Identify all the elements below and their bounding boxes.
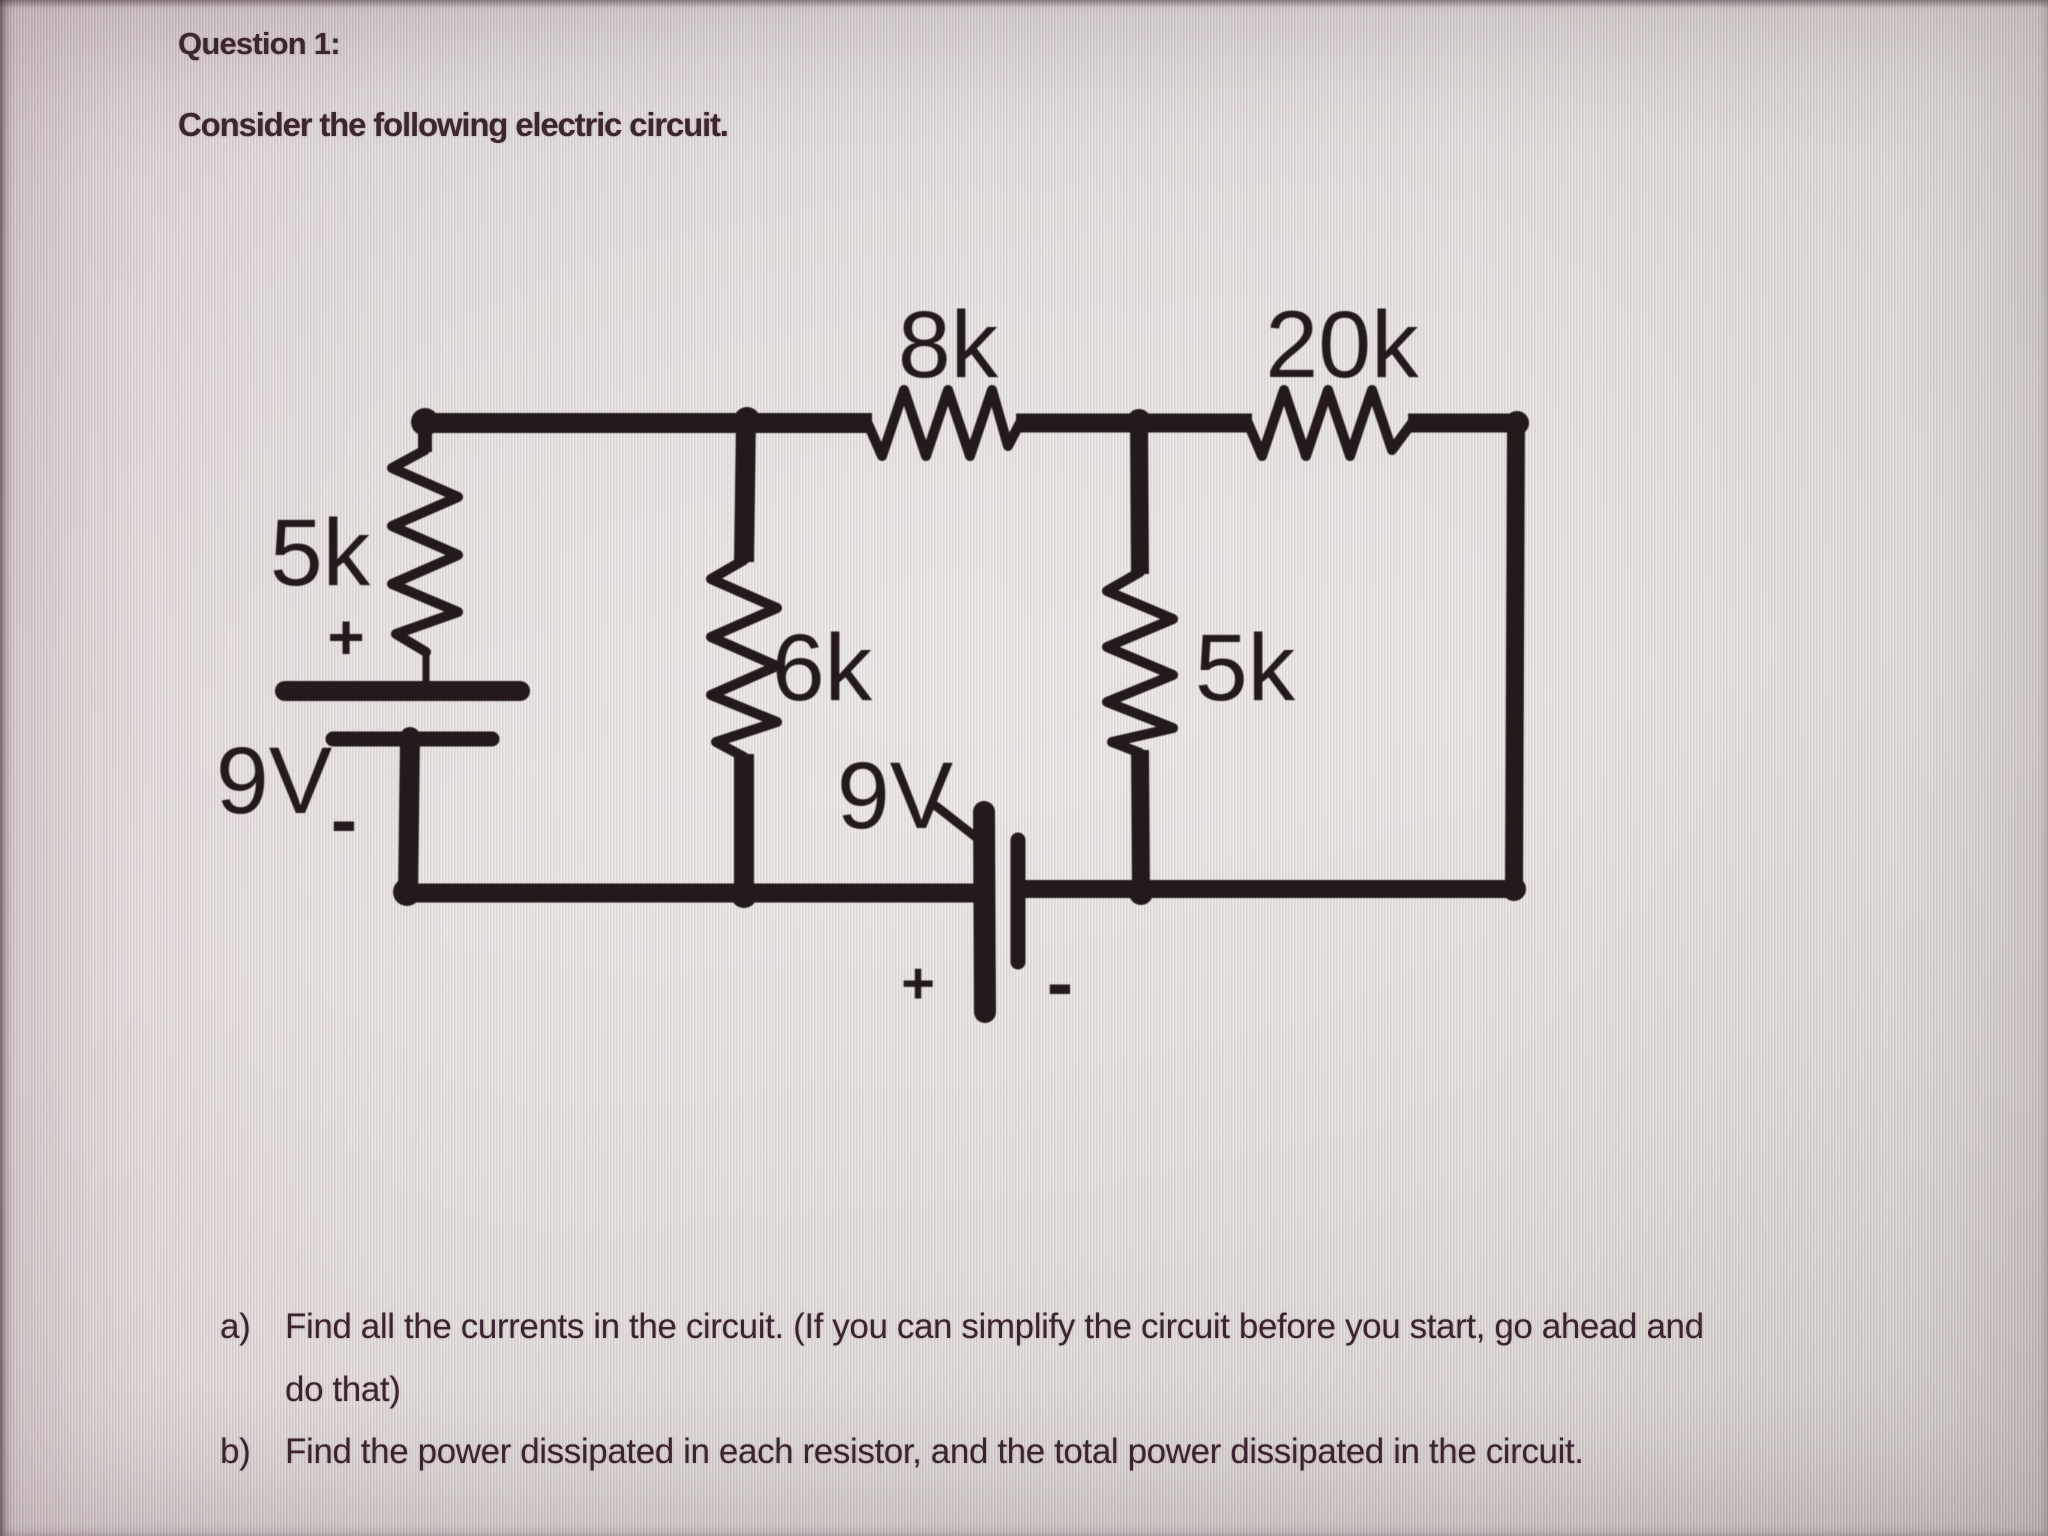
junction-top-right [1505, 411, 1529, 435]
resistor-8k-zigzag [863, 385, 1025, 461]
battery-left-plus-sign: + [327, 601, 364, 673]
resistor-6k-zigzag [706, 555, 782, 762]
resistor-20k-zigzag [1243, 385, 1417, 461]
junction-resistor-plate [418, 680, 434, 696]
resistor-5k-right-zigzag [1102, 567, 1178, 758]
junction-top-left [411, 408, 439, 436]
wire-right-edge [1505, 422, 1525, 893]
part-b-label: b) [220, 1432, 251, 1471]
part-a-line-1: Find all the currents in the circuit. (I… [285, 1307, 1704, 1346]
resistor-6k-label: 6k [772, 615, 873, 721]
junction-bottom-left [393, 878, 421, 906]
resistor-20k-label: 20k [1265, 292, 1419, 398]
battery-left-value-label: 9V [216, 728, 332, 834]
junction-bottom-6k [731, 882, 757, 908]
question-part-a: a) Find all the currents in the circuit.… [220, 1295, 1704, 1421]
wire-5k-right-bottom-stub [1131, 749, 1150, 897]
battery-bottom-minus-sign: - [1047, 938, 1074, 1027]
resistor-5k-left-zigzag [387, 445, 463, 657]
junction-battery-minus-plate [400, 727, 420, 747]
question-label: Question 1: [178, 26, 341, 61]
junction-top-6k [734, 407, 760, 433]
wire-6k-top-stub [734, 417, 756, 563]
intro-text: Consider the following electric circuit. [178, 106, 729, 143]
battery-left-minus-sign: - [331, 775, 358, 864]
resistor-8k-label: 8k [898, 292, 999, 398]
junction-top-5k [1127, 409, 1151, 433]
part-b-line-1: Find the power dissipated in each resist… [285, 1432, 1584, 1471]
battery-bottom-value-label: 9V [837, 743, 953, 849]
junction-bottom-5k [1129, 881, 1153, 905]
part-a-text: Find all the currents in the circuit. (I… [285, 1295, 1704, 1421]
resistor-5k-left-label: 5k [270, 500, 371, 606]
part-a-line-2: do that) [285, 1370, 401, 1409]
wire-5k-right-top-stub [1130, 419, 1149, 575]
wire-left-battery-down [398, 736, 420, 896]
resistor-5k-right-label: 5k [1195, 615, 1296, 721]
battery-bottom-plus-sign: + [901, 951, 935, 1016]
question-part-b: b) Find the power dissipated in each res… [220, 1420, 1584, 1483]
label-9v-bottom-pointer-line [931, 801, 987, 847]
junction-bottom-right [1502, 877, 1526, 901]
part-a-label: a) [220, 1307, 251, 1346]
junction-dots [393, 407, 1529, 908]
part-b-text: Find the power dissipated in each resist… [285, 1420, 1584, 1483]
